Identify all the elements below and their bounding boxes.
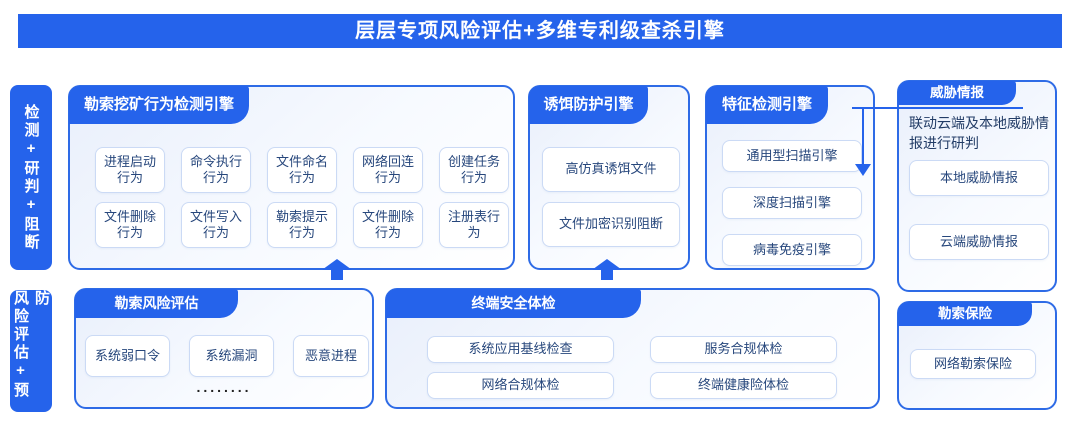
check-box: 终端健康险体检: [650, 372, 837, 399]
panel-risk-assessment-title: 勒索风险评估: [75, 289, 238, 318]
more-items-dots: ........: [196, 379, 252, 395]
behavior-box: 创建任务行为: [439, 147, 509, 193]
behavior-box: 网络回连行为: [353, 147, 423, 193]
panel-insurance: 勒索保险 网络勒索保险: [897, 301, 1057, 410]
behavior-box: 命令执行行为: [181, 147, 251, 193]
side-label-detect-judge-block: 检测+研判+阻断: [10, 85, 52, 270]
panel-risk-assessment: 勒索风险评估 系统弱口令 系统漏洞 恶意进程 ........: [74, 288, 374, 409]
decoy-box: 文件加密识别阻断: [542, 202, 680, 247]
behavior-box: 勒索提示行为: [267, 202, 337, 248]
behavior-box: 文件删除行为: [353, 202, 423, 248]
behavior-box: 文件写入行为: [181, 202, 251, 248]
threat-intel-box: 云端威胁情报: [909, 224, 1049, 260]
panel-ransom-mining-title: 勒索挖矿行为检测引擎: [69, 86, 249, 124]
panel-ransom-mining-engine: 勒索挖矿行为检测引擎 进程启动行为 命令执行行为 文件命名行为 网络回连行为 创…: [68, 85, 515, 270]
risk-box: 恶意进程: [293, 335, 369, 377]
connector-line: [852, 107, 1023, 109]
behavior-box: 进程启动行为: [95, 147, 165, 193]
threat-intel-box: 本地威胁情报: [909, 160, 1049, 196]
behavior-box: 文件命名行为: [267, 147, 337, 193]
risk-box: 系统漏洞: [189, 335, 274, 377]
ransom-mining-items: 进程启动行为 命令执行行为 文件命名行为 网络回连行为 创建任务行为 文件删除行…: [95, 147, 509, 248]
check-box: 系统应用基线检查: [427, 336, 614, 363]
down-arrow-connector-icon: [855, 164, 871, 176]
signature-box: 深度扫描引擎: [722, 187, 862, 219]
threat-intel-description: 联动云端及本地威胁情报进行研判: [909, 115, 1049, 151]
behavior-box: 文件删除行为: [95, 202, 165, 248]
banner-title: 层层专项风险评估+多维专利级查杀引擎: [18, 14, 1062, 48]
check-box: 服务合规体检: [650, 336, 837, 363]
risk-box: 系统弱口令: [85, 335, 170, 377]
health-check-items: 系统应用基线检查 服务合规体检 网络合规体检 终端健康险体检: [427, 336, 837, 399]
insurance-box: 网络勒索保险: [910, 349, 1036, 379]
panel-threat-intel-title: 威胁情报: [898, 81, 1016, 105]
panel-signature-engine: 特征检测引擎 通用型扫描引擎 深度扫描引擎 病毒免疫引擎: [705, 85, 875, 270]
panel-decoy-engine: 诱饵防护引擎 高仿真诱饵文件 文件加密识别阻断: [528, 85, 690, 270]
panel-health-check: 终端安全体检 系统应用基线检查 服务合规体检 网络合规体检 终端健康险体检: [385, 288, 880, 409]
behavior-box: 注册表行为: [439, 202, 509, 248]
connector-line: [862, 107, 864, 165]
signature-box: 通用型扫描引擎: [722, 140, 862, 172]
decoy-box: 高仿真诱饵文件: [542, 147, 680, 192]
panel-threat-intel: 威胁情报 联动云端及本地威胁情报进行研判 本地威胁情报 云端威胁情报: [897, 80, 1057, 292]
risk-assessment-items: 系统弱口令 系统漏洞 恶意进程: [85, 335, 369, 377]
panel-signature-title: 特征检测引擎: [706, 86, 828, 124]
panel-insurance-title: 勒索保险: [898, 302, 1032, 326]
panel-health-check-title: 终端安全体检: [386, 289, 641, 318]
signature-box: 病毒免疫引擎: [722, 234, 862, 266]
check-box: 网络合规体检: [427, 372, 614, 399]
side-label-risk-prevent: 风险评估+预防: [10, 290, 52, 412]
panel-decoy-title: 诱饵防护引擎: [529, 86, 648, 124]
